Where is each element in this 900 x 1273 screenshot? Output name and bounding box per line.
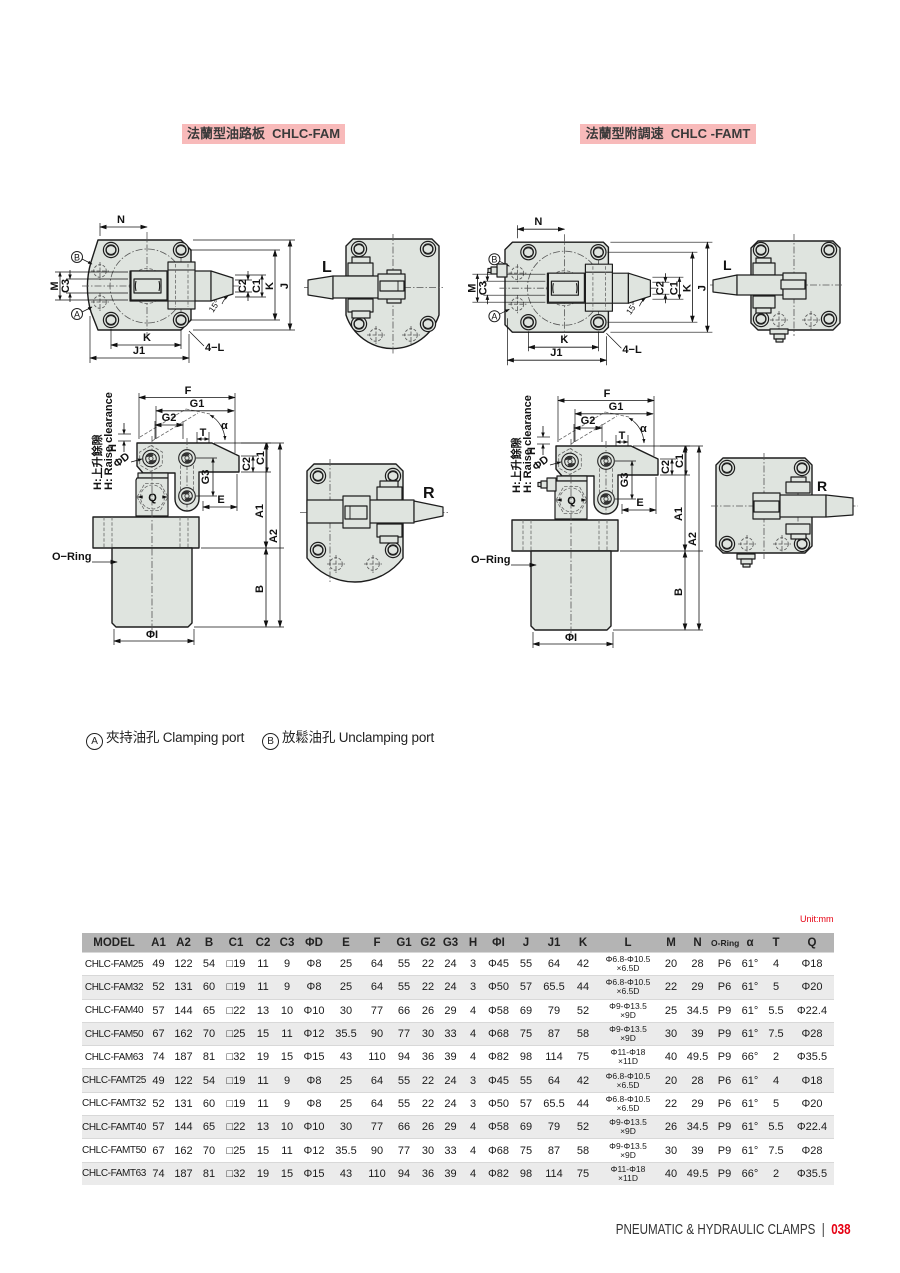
svg-text:G2: G2 <box>162 412 177 424</box>
svg-text:C2: C2 <box>237 279 249 293</box>
svg-text:H:上升餘隙: H:上升餘隙 <box>90 434 104 490</box>
svg-text:N: N <box>117 214 125 226</box>
svg-text:A2: A2 <box>268 529 280 543</box>
svg-text:C1: C1 <box>255 451 267 465</box>
svg-text:A: A <box>74 310 80 320</box>
svg-text:A1: A1 <box>254 504 266 518</box>
svg-text:T: T <box>200 427 207 439</box>
svg-text:F: F <box>185 385 192 397</box>
svg-text:K: K <box>143 332 151 344</box>
svg-text:B: B <box>254 585 266 593</box>
svg-text:C3: C3 <box>60 279 72 293</box>
svg-text:C2: C2 <box>241 457 253 471</box>
svg-text:J1: J1 <box>133 345 145 357</box>
svg-text:E: E <box>217 494 224 506</box>
svg-text:C1: C1 <box>251 279 263 293</box>
svg-text:G1: G1 <box>190 398 205 410</box>
svg-text:L: L <box>322 259 332 276</box>
svg-text:Q: Q <box>148 492 157 504</box>
svg-text:4−L: 4−L <box>205 342 225 354</box>
svg-text:R: R <box>423 485 435 502</box>
svg-text:G3: G3 <box>200 470 212 485</box>
svg-text:B: B <box>74 253 80 263</box>
svg-text:H: H <box>107 444 119 452</box>
svg-text:K: K <box>264 282 276 290</box>
svg-text:R: R <box>817 478 827 494</box>
svg-text:O−Ring: O−Ring <box>52 551 91 563</box>
svg-text:L: L <box>723 257 732 273</box>
svg-text:J: J <box>279 283 291 289</box>
svg-text:M: M <box>49 281 61 290</box>
svg-text:H: Raise clearance: H: Raise clearance <box>103 392 115 490</box>
svg-text:α: α <box>221 420 228 432</box>
svg-text:ΦI: ΦI <box>146 629 158 641</box>
